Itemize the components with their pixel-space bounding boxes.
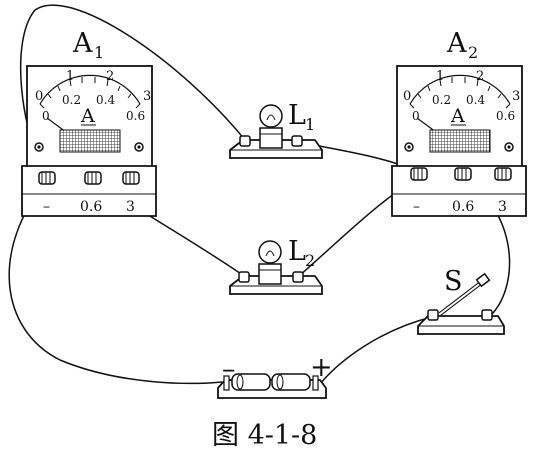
ammeter-a2-terminals xyxy=(410,167,512,181)
switch-s: S xyxy=(417,266,505,335)
lamp-l2-terminal-right[interactable] xyxy=(292,271,304,283)
ammeter-a2-terminal-06[interactable] xyxy=(454,167,472,181)
lamp-l1-terminal-left[interactable] xyxy=(239,135,251,147)
ammeter-a1-mirror xyxy=(59,129,121,153)
ammeter-a2-inner-3: 0.6 xyxy=(496,109,515,123)
ammeter-a1-outer-2: 2 xyxy=(106,69,114,84)
ammeter-a1-letter: A xyxy=(72,28,93,59)
ammeter-a1-sub: 1 xyxy=(94,43,104,62)
ammeter-a1-terminals xyxy=(38,171,140,185)
ammeter-a2-mirror xyxy=(429,129,491,153)
lamp-l1-socket xyxy=(259,127,283,149)
ammeter-a2-outer-2: 2 xyxy=(476,69,484,84)
battery-cell-1 xyxy=(231,373,271,391)
lamp-l2-sub: 2 xyxy=(305,251,315,270)
lamp-l1-letter: L xyxy=(288,100,306,131)
ammeter-a2-label-minus: – xyxy=(413,199,420,215)
lamp-l2-letter: L xyxy=(288,236,306,267)
ammeter-a1-outer-1: 1 xyxy=(66,69,74,84)
ammeter-a1-inner-1: 0.2 xyxy=(62,93,81,107)
ammeter-a1-label-3: 3 xyxy=(126,199,135,215)
ammeter-a1-label-06: 0.6 xyxy=(80,199,102,215)
switch-s-letter: S xyxy=(444,266,463,297)
wire-a1-to-battery xyxy=(8,179,223,385)
ammeter-a1-unit: A xyxy=(80,105,95,127)
ammeter-a1-label-minus: – xyxy=(43,199,50,215)
lamp-l1-sub: 1 xyxy=(305,115,315,134)
ammeter-a1-outer-0: 0 xyxy=(35,89,43,104)
ammeter-a2-terminal-minus[interactable] xyxy=(410,167,428,181)
ammeter-a2-scale-arc xyxy=(409,74,511,105)
ammeter-a1-outer-3: 3 xyxy=(143,89,151,104)
ammeter-a2-inner-2: 0.4 xyxy=(466,93,485,107)
ammeter-a2-outer-0: 0 xyxy=(403,89,411,104)
switch-s-terminal-right[interactable] xyxy=(481,309,493,321)
ammeter-a2-letter: A xyxy=(446,28,467,59)
ammeter-a2-terminal-3[interactable] xyxy=(494,167,512,181)
wire-switch-to-battery xyxy=(319,316,433,385)
lamp-l2: L 2 xyxy=(229,236,323,295)
ammeter-a1-inner-2: 0.4 xyxy=(96,93,115,107)
lamp-l2-bulb xyxy=(258,240,282,264)
ammeter-a2: A 2 0 1 2 3 0 0.2 0.4 0.6 A xyxy=(391,28,527,217)
battery: – + xyxy=(217,352,333,399)
battery-terminal-plus[interactable] xyxy=(312,375,319,391)
lamp-l1-bulb xyxy=(259,104,283,128)
ammeter-a2-label-3: 3 xyxy=(498,199,507,215)
ammeter-a1-terminal-3[interactable] xyxy=(122,171,140,185)
ammeter-a2-outer-3: 3 xyxy=(512,89,520,104)
ammeter-a2-inner-0: 0 xyxy=(412,109,420,123)
ammeter-a2-sub: 2 xyxy=(468,43,478,62)
ammeter-a1: A 1 0 1 2 3 0 0.2 0.4 0.6 A xyxy=(21,28,157,217)
battery-cell-2 xyxy=(271,373,311,391)
ammeter-a2-inner-1: 0.2 xyxy=(432,93,451,107)
ammeter-a1-inner-3: 0.6 xyxy=(126,109,145,123)
lamp-l1-terminal-right[interactable] xyxy=(291,135,303,147)
ammeter-a1-scale-arc xyxy=(39,74,141,105)
ammeter-a1-inner-0: 0 xyxy=(42,109,50,123)
battery-terminal-minus[interactable] xyxy=(223,375,230,391)
switch-s-lever[interactable] xyxy=(438,272,491,316)
lamp-l2-terminal-left[interactable] xyxy=(238,271,250,283)
ammeter-a2-outer-1: 1 xyxy=(436,69,444,84)
ammeter-a1-terminal-06[interactable] xyxy=(84,171,102,185)
wire-a1-minus-to-l1 xyxy=(19,4,246,179)
figure-caption: 图 4-1-8 xyxy=(212,420,317,451)
lamp-l2-socket xyxy=(258,263,282,285)
lamp-l1: L 1 xyxy=(229,100,323,159)
ammeter-a1-terminal-minus[interactable] xyxy=(38,171,56,185)
ammeter-a2-label-06: 0.6 xyxy=(452,199,474,215)
battery-plus-label: + xyxy=(310,352,333,383)
switch-s-terminal-left[interactable] xyxy=(427,309,439,321)
ammeter-a2-unit: A xyxy=(450,105,465,127)
